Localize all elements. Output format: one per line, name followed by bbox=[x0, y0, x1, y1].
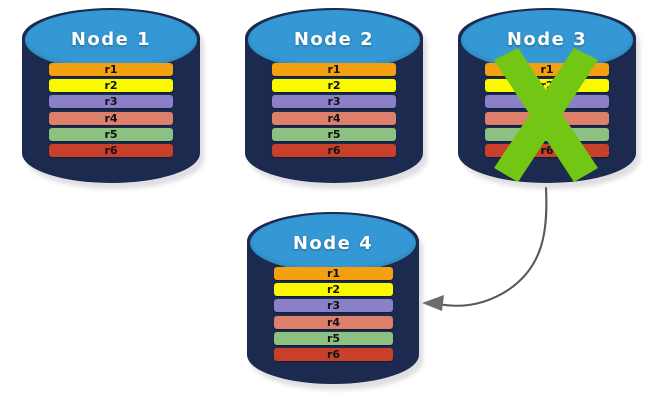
node-1-record-r4[interactable]: r4 bbox=[49, 111, 173, 125]
node-4-records: r1 r2 r3 r4 r5 r6 bbox=[274, 267, 393, 361]
node-2-record-r3[interactable]: r3 bbox=[272, 95, 396, 109]
node-3-record-r2[interactable]: r2 bbox=[485, 79, 609, 93]
node-2-records: r1 r2 r3 r4 r5 r6 bbox=[272, 63, 396, 157]
node-3-record-r3[interactable]: r3 bbox=[485, 95, 609, 109]
node-2-record-r6[interactable]: r6 bbox=[272, 143, 396, 157]
node-1[interactable]: Node 1 r1 r2 r3 r4 r5 r6 bbox=[22, 8, 204, 189]
node-4-cylinder-top bbox=[249, 214, 417, 273]
node-3-record-r1[interactable]: r1 bbox=[485, 63, 609, 76]
node-3[interactable]: Node 3 r1 r2 r3 r4 r5 r6 bbox=[458, 8, 640, 189]
node-1-record-r2[interactable]: r2 bbox=[49, 79, 173, 93]
node-4-record-r2[interactable]: r2 bbox=[274, 283, 393, 297]
node-2[interactable]: Node 2 r1 r2 r3 r4 r5 r6 bbox=[245, 8, 427, 189]
node-1-record-r5[interactable]: r5 bbox=[49, 127, 173, 141]
node-4[interactable]: Node 4 r1 r2 r3 r4 r5 r6 bbox=[247, 212, 423, 390]
node-2-record-r5[interactable]: r5 bbox=[272, 127, 396, 141]
node-4-record-r4[interactable]: r4 bbox=[274, 315, 393, 329]
node-1-records: r1 r2 r3 r4 r5 r6 bbox=[49, 63, 173, 157]
node-2-cylinder-top bbox=[247, 10, 421, 70]
node-3-record-r5[interactable]: r5 bbox=[485, 127, 609, 141]
node-2-record-r4[interactable]: r4 bbox=[272, 111, 396, 125]
node-2-record-r1[interactable]: r1 bbox=[272, 63, 396, 76]
node-1-record-r6[interactable]: r6 bbox=[49, 143, 173, 157]
failover-arrow-path bbox=[436, 186, 548, 307]
node-1-title: Node 1 bbox=[70, 29, 152, 50]
node-4-record-r6[interactable]: r6 bbox=[274, 347, 393, 361]
node-2-title: Node 2 bbox=[293, 29, 375, 50]
node-1-record-r3[interactable]: r3 bbox=[49, 95, 173, 109]
node-3-title: Node 3 bbox=[506, 29, 588, 50]
node-4-record-r3[interactable]: r3 bbox=[274, 299, 393, 313]
node-2-record-r2[interactable]: r2 bbox=[272, 79, 396, 93]
node-4-record-r1[interactable]: r1 bbox=[274, 267, 393, 280]
node-1-cylinder-top bbox=[24, 10, 198, 70]
node-3-record-r6[interactable]: r6 bbox=[485, 143, 609, 157]
node-1-record-r1[interactable]: r1 bbox=[49, 63, 173, 76]
node-4-title: Node 4 bbox=[292, 233, 374, 254]
node-3-records: r1 r2 r3 r4 r5 r6 bbox=[485, 63, 609, 157]
node-3-record-r4[interactable]: r4 bbox=[485, 111, 609, 125]
failover-arrow-head-icon bbox=[422, 295, 444, 311]
node-4-record-r5[interactable]: r5 bbox=[274, 331, 393, 345]
